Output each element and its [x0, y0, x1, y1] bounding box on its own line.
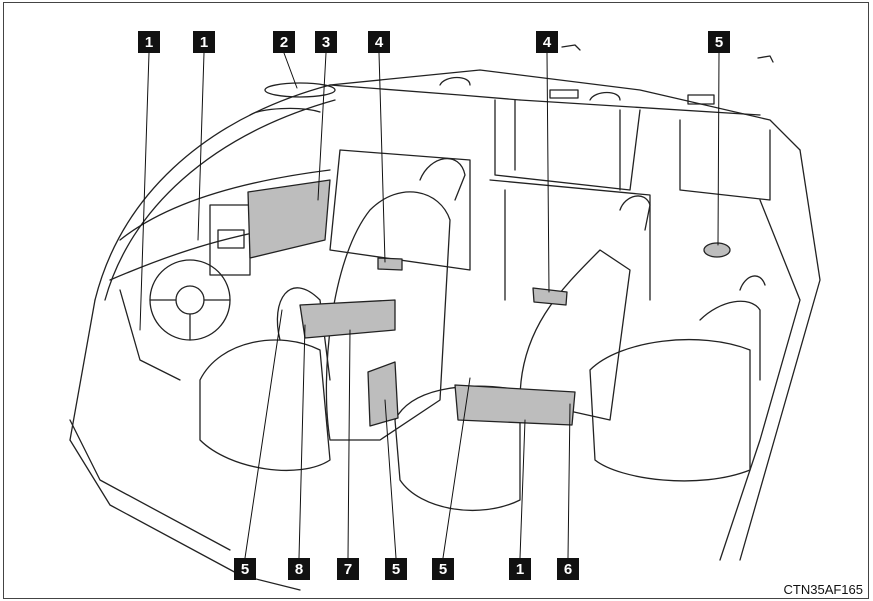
callout-1: 1: [509, 558, 531, 580]
figure-frame: [3, 2, 869, 599]
roof-fixtures: [249, 44, 774, 116]
figure-code: CTN35AF165: [783, 582, 863, 597]
callout-5: 5: [385, 558, 407, 580]
callout-5: 5: [708, 31, 730, 53]
callout-5: 5: [234, 558, 256, 580]
vehicle-body-outline: [69, 69, 821, 591]
storage-highlights: [247, 179, 731, 427]
dashboard: [109, 169, 331, 381]
callout-8: 8: [288, 558, 310, 580]
second-row-seats: [394, 195, 766, 512]
callout-7: 7: [337, 558, 359, 580]
callout-2: 2: [273, 31, 295, 53]
rear-cabin-structure: [329, 99, 771, 301]
leader-lines: [139, 52, 720, 559]
callout-4: 4: [536, 31, 558, 53]
callout-1: 1: [193, 31, 215, 53]
callout-4: 4: [368, 31, 390, 53]
callout-5: 5: [432, 558, 454, 580]
callout-6: 6: [557, 558, 579, 580]
callout-1: 1: [138, 31, 160, 53]
front-seats: [199, 158, 466, 471]
callout-3: 3: [315, 31, 337, 53]
